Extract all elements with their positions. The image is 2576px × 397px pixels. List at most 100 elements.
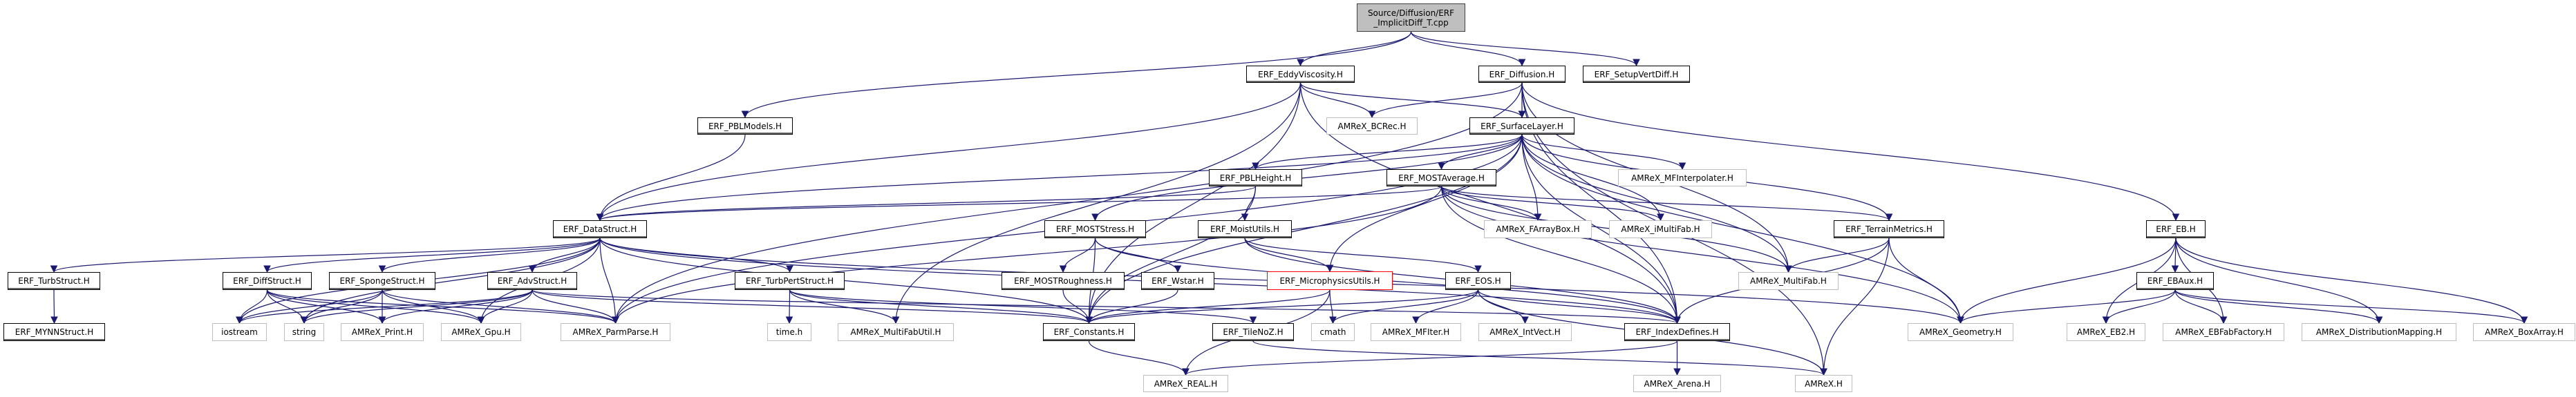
node-label: cmath	[1319, 327, 1346, 337]
graph-node-string[interactable]: string	[284, 323, 324, 341]
graph-node-real[interactable]: AMReX_REAL.H	[1143, 375, 1228, 392]
edge-surface-to-micro	[1326, 134, 1523, 273]
graph-node-diffusion[interactable]: ERF_Diffusion.H	[1478, 66, 1566, 83]
node-label: ERF_MicrophysicsUtils.H	[1279, 275, 1380, 286]
node-label: AMReX_MFIter.H	[1382, 327, 1450, 337]
node-label: AMReX_EBFabFactory.H	[2175, 327, 2272, 337]
graph-node-pblmodels[interactable]: ERF_PBLModels.H	[697, 117, 793, 135]
graph-node-constants[interactable]: ERF_Constants.H	[1043, 323, 1135, 341]
edge-ebaux-to-boxarray	[2174, 289, 2528, 325]
edge-eddy-to-surface	[1299, 82, 1526, 119]
edge-surface-to-mfinterp	[1521, 134, 1686, 171]
edge-eddy-to-bcrec	[1299, 82, 1376, 119]
graph-node-datastruct[interactable]: ERF_DataStruct.H	[553, 220, 647, 238]
edge-turbstruct-to-mynn	[50, 289, 58, 325]
graph-node-setupvert[interactable]: ERF_SetupVertDiff.H	[1583, 66, 1690, 83]
edge-mostavg-to-indexdef	[1440, 186, 1681, 325]
graph-node-eos[interactable]: ERF_EOS.H	[1445, 272, 1511, 290]
node-label: ERF_Wstar.H	[1151, 276, 1204, 286]
edge-turbpert-to-constants	[789, 289, 1093, 325]
node-label: AMReX_iMultiFab.H	[1621, 224, 1700, 234]
edge-constants-to-real	[1088, 340, 1190, 376]
graph-node-eddy[interactable]: ERF_EddyViscosity.H	[1246, 66, 1355, 83]
node-label: AMReX_EB2.H	[2076, 327, 2136, 337]
graph-node-tilenoz[interactable]: ERF_TileNoZ.H	[1212, 323, 1294, 341]
graph-node-amrex[interactable]: AMReX.H	[1795, 375, 1852, 392]
graph-node-micro[interactable]: ERF_MicrophysicsUtils.H	[1267, 271, 1393, 290]
edge-root-to-setupvert	[1410, 31, 1640, 67]
node-label: AMReX_MultiFab.H	[1750, 276, 1827, 286]
graph-node-ebaux[interactable]: ERF_EBAux.H	[2136, 272, 2214, 290]
edge-diffstruct-to-gpu	[266, 289, 485, 325]
edge-adv-to-iostream	[236, 289, 533, 325]
graph-node-mfiter[interactable]: AMReX_MFIter.H	[1371, 323, 1461, 341]
graph-node-mfinterp[interactable]: AMReX_MFInterpolater.H	[1618, 169, 1747, 186]
graph-node-boxarray[interactable]: AMReX_BoxArray.H	[2473, 323, 2575, 341]
graph-node-intvect[interactable]: AMReX_IntVect.H	[1478, 323, 1572, 341]
node-label: ERF_DataStruct.H	[563, 224, 637, 234]
graph-node-farraybox[interactable]: AMReX_FArrayBox.H	[1484, 220, 1592, 238]
graph-node-turbpert[interactable]: ERF_TurbPertStruct.H	[735, 272, 845, 290]
graph-node-parmparse[interactable]: AMReX_ParmParse.H	[561, 323, 670, 341]
edge-eddy-to-datastruct	[596, 82, 1301, 222]
edge-diffusion-to-parmparse	[612, 82, 1523, 325]
node-label: ERF_Diffusion.H	[1489, 69, 1555, 79]
graph-node-adv[interactable]: ERF_AdvStruct.H	[487, 272, 577, 290]
graph-node-turbstruct[interactable]: ERF_TurbStruct.H	[8, 272, 100, 290]
node-label: ERF_IndexDefines.H	[1635, 327, 1719, 337]
graph-node-geometry[interactable]: AMReX_Geometry.H	[1908, 323, 2013, 341]
edge-datastruct-to-turbstruct	[50, 238, 601, 273]
node-label: AMReX_MultiFabUtil.H	[850, 327, 941, 337]
graph-node-terrain[interactable]: ERF_TerrainMetrics.H	[1834, 220, 1944, 238]
graph-node-pblheight[interactable]: ERF_PBLHeight.H	[1209, 169, 1302, 186]
edge-diffstruct-to-print	[266, 289, 386, 325]
edge-datastruct-to-adv	[528, 238, 601, 273]
graph-node-bcrec[interactable]: AMReX_BCRec.H	[1326, 117, 1418, 135]
graph-node-cmath[interactable]: cmath	[1311, 323, 1355, 341]
node-label: ERF_MYNNStruct.H	[15, 327, 94, 337]
edge-surface-to-datastruct	[596, 134, 1523, 222]
edge-mostavg-to-geometry	[1440, 186, 1964, 325]
graph-node-print[interactable]: AMReX_Print.H	[341, 323, 424, 341]
graph-node-moststress[interactable]: ERF_MOSTStress.H	[1044, 220, 1146, 238]
graph-node-diffstruct[interactable]: ERF_DiffStruct.H	[223, 272, 312, 290]
edge-tilenoz-to-amrex	[1252, 340, 1827, 376]
node-label: AMReX_IntVect.H	[1489, 327, 1561, 337]
graph-node-sponge[interactable]: ERF_SpongeStruct.H	[329, 272, 435, 290]
edge-diffstruct-to-parmparse	[266, 289, 619, 325]
edge-datastruct-to-parmparse	[599, 238, 619, 325]
graph-node-indexdef[interactable]: ERF_IndexDefines.H	[1624, 323, 1730, 341]
edge-sponge-to-parmparse	[382, 289, 619, 325]
edge-datastruct-to-string	[300, 238, 601, 325]
graph-node-iostream[interactable]: iostream	[212, 323, 267, 341]
node-label: AMReX.H	[1805, 378, 1843, 389]
graph-node-mynn[interactable]: ERF_MYNNStruct.H	[3, 323, 105, 341]
graph-node-eb2[interactable]: AMReX_EB2.H	[2067, 323, 2145, 341]
graph-node-distmap[interactable]: AMReX_DistributionMapping.H	[2302, 323, 2456, 341]
edge-moist-to-eos	[1244, 238, 1482, 273]
graph-node-mostavg[interactable]: ERF_MOSTAverage.H	[1386, 169, 1496, 186]
graph-node-timeh[interactable]: time.h	[767, 323, 811, 341]
graph-node-gpu[interactable]: AMReX_Gpu.H	[441, 323, 521, 341]
graph-node-ebfab[interactable]: AMReX_EBFabFactory.H	[2163, 323, 2284, 341]
edge-eos-to-cmath	[1329, 289, 1479, 325]
edge-datastruct-to-sponge	[378, 238, 601, 273]
graph-node-mfutil[interactable]: AMReX_MultiFabUtil.H	[838, 323, 954, 341]
graph-node-arena[interactable]: AMReX_Arena.H	[1633, 375, 1721, 392]
node-label: string	[292, 327, 317, 337]
graph-node-mostrough[interactable]: ERF_MOSTRoughness.H	[1002, 272, 1125, 290]
graph-node-surface[interactable]: ERF_SurfaceLayer.H	[1469, 117, 1574, 135]
graph-node-wstar[interactable]: ERF_Wstar.H	[1141, 272, 1214, 290]
edge-mostavg-to-terrain	[1440, 186, 1893, 222]
node-label: ERF_SurfaceLayer.H	[1480, 121, 1563, 131]
graph-node-moist[interactable]: ERF_MoistUtils.H	[1198, 220, 1292, 238]
graph-node-multifab[interactable]: AMReX_MultiFab.H	[1738, 272, 1839, 290]
graph-node-eb[interactable]: ERF_EB.H	[2146, 220, 2206, 238]
node-label: AMReX_Arena.H	[1644, 378, 1711, 389]
node-label: AMReX_BoxArray.H	[2485, 327, 2564, 337]
graph-node-imultifab[interactable]: AMReX_iMultiFab.H	[1609, 220, 1712, 238]
node-label: Source/Diffusion/ERF _ImplicitDiff_T.cpp	[1367, 8, 1455, 28]
graph-node-root[interactable]: Source/Diffusion/ERF _ImplicitDiff_T.cpp	[1357, 3, 1465, 32]
